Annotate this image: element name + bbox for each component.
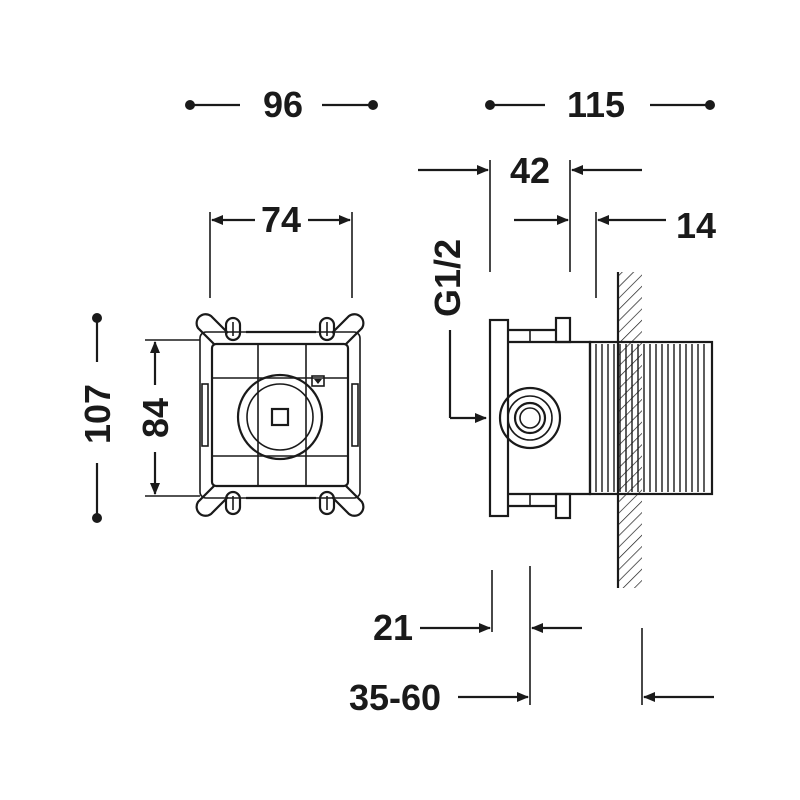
dim-overall-height: 107: [77, 313, 118, 523]
inlet-inner: [513, 401, 547, 435]
dim-connection: G1/2: [427, 239, 487, 423]
dim-label-42: 42: [510, 150, 550, 191]
valve-body-side: [488, 316, 714, 520]
valve-hub-front: [236, 373, 325, 461]
mounting-ear-bottom-right: [318, 484, 365, 517]
thread-cylinder: [588, 340, 714, 496]
mounting-ears: [195, 313, 365, 517]
dim-inner-height: 84: [135, 339, 200, 497]
box-side-tab: [351, 383, 359, 447]
box-inner-frame: [210, 342, 350, 488]
dim-label-84: 84: [135, 398, 176, 438]
mounting-ear-top-right: [318, 313, 365, 346]
side-view: 115 42 14 G1/2: [349, 84, 716, 718]
box-outer-plate: [199, 331, 361, 499]
dim-thread-offset: 14: [514, 205, 716, 298]
thread-lines: [595, 344, 705, 492]
inlet-bore: [519, 407, 541, 429]
dim-body-depth: 42: [418, 150, 642, 272]
dim-endpoint-dot: [705, 100, 715, 110]
dim-install-depth: 35-60: [349, 628, 714, 718]
lug-block: [554, 492, 572, 520]
front-view: 96 74 107 84: [77, 84, 378, 523]
lug-block: [554, 316, 572, 344]
mounting-ear-top-left: [195, 313, 242, 346]
dim-label-74: 74: [261, 199, 301, 240]
hub-tab-mark: [314, 379, 322, 384]
dim-endpoint-dot: [92, 513, 102, 523]
dim-label-14: 14: [676, 205, 716, 246]
dim-inner-width: 74: [209, 199, 353, 298]
dim-label-g1-2: G1/2: [427, 239, 468, 317]
box-side-tab: [201, 383, 209, 447]
dim-overall-width: 96: [185, 84, 378, 125]
dim-label-107: 107: [77, 384, 118, 444]
dim-endpoint-dot: [368, 100, 378, 110]
dim-label-115: 115: [567, 84, 625, 125]
dim-inlet-offset: 21: [373, 566, 582, 705]
mounting-box: [199, 330, 361, 500]
dim-label-21: 21: [373, 607, 413, 648]
inlet-mid: [507, 395, 553, 441]
inlet-outer: [498, 386, 562, 450]
hub-tab: [311, 375, 325, 387]
hub-outer-circle: [236, 373, 324, 461]
hub-inner-circle: [246, 383, 314, 451]
dim-label-35-60: 35-60: [349, 677, 441, 718]
mounting-ear-bottom-left: [195, 484, 242, 517]
dim-label-96: 96: [263, 84, 303, 125]
spindle-square: [270, 407, 290, 427]
dim-overall-depth: 115: [485, 84, 715, 125]
